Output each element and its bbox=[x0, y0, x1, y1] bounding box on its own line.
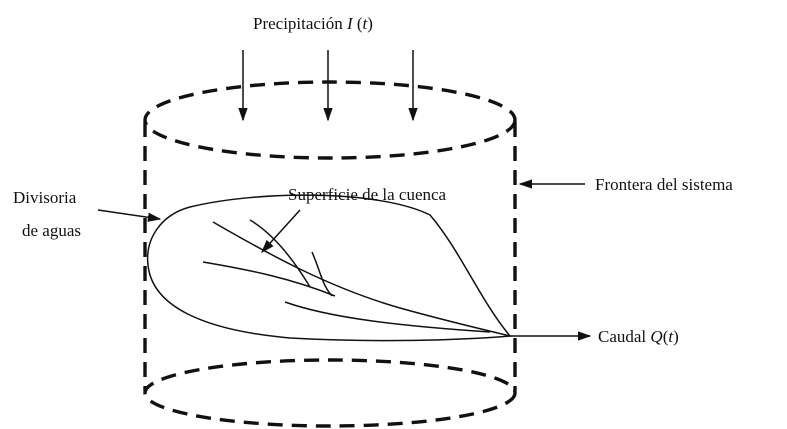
catchment-outline bbox=[146, 194, 512, 342]
divide-arrow bbox=[97, 209, 162, 222]
outflow-label: Caudal Q(t) bbox=[598, 327, 679, 346]
system-boundary-cylinder bbox=[143, 80, 517, 428]
cylinder-bottom-ellipse bbox=[143, 358, 517, 428]
cylinder-top-ellipse bbox=[143, 80, 517, 160]
tributary-middle bbox=[311, 251, 333, 297]
tributary-upper bbox=[249, 219, 311, 288]
drainage-network bbox=[202, 219, 511, 337]
surface-arrow bbox=[261, 209, 301, 254]
divide-label-line1: Divisoria bbox=[13, 188, 77, 207]
surface-label: Superficie de la cuenca bbox=[288, 185, 447, 204]
frontier-label: Frontera del sistema bbox=[595, 175, 733, 194]
main-channel bbox=[212, 221, 511, 337]
tributary-bottom bbox=[284, 301, 491, 333]
tributary-lower bbox=[202, 261, 336, 297]
divide-label-line2: de aguas bbox=[22, 221, 81, 240]
divide-label: Divisoria de aguas bbox=[13, 188, 81, 240]
precipitation-label: Precipitación I (t) bbox=[253, 14, 373, 33]
precipitation-arrows bbox=[238, 50, 418, 122]
